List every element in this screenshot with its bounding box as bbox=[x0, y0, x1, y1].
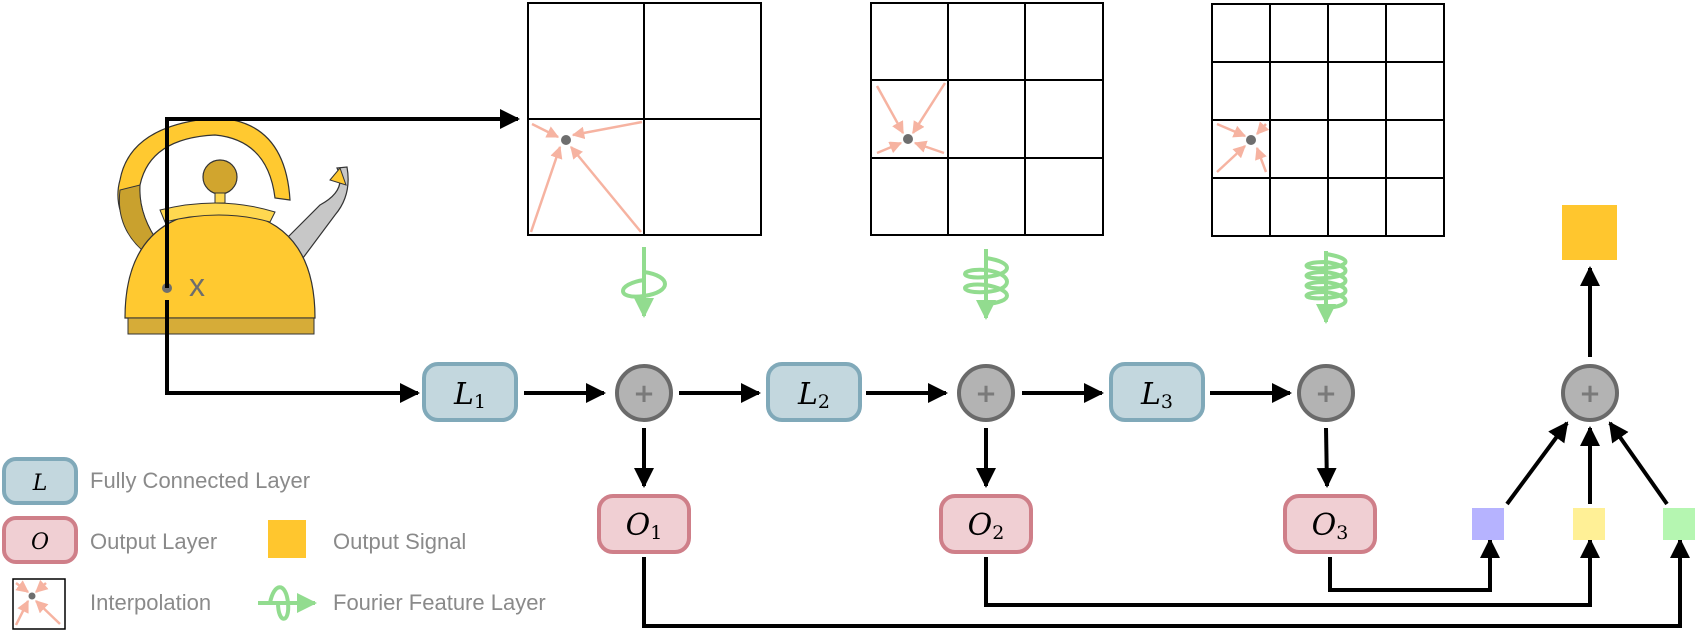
query-point-level-2 bbox=[903, 134, 913, 144]
svg-text:+: + bbox=[975, 379, 997, 409]
svg-text:L3: L3 bbox=[1140, 377, 1173, 413]
grid-level-3 bbox=[1211, 3, 1445, 237]
legend-signal-label: Output Signal bbox=[333, 529, 466, 554]
output-signal-square bbox=[1562, 205, 1617, 260]
legend-interpolation-icon bbox=[12, 578, 66, 630]
fc-layer-2: L2 bbox=[766, 362, 862, 422]
fc-layer-3-symbol: L bbox=[1140, 377, 1161, 412]
legend-output-icon: O bbox=[2, 516, 78, 564]
output-layer-2-symbol: O bbox=[968, 508, 993, 543]
fc-layer-3-sub: 3 bbox=[1161, 391, 1173, 413]
legend-output-label: Output Layer bbox=[90, 529, 217, 554]
legend-fourier-label: Fourier Feature Layer bbox=[333, 590, 546, 615]
output-layer-1-symbol: O bbox=[626, 508, 651, 543]
interpolation-arrows-level-3 bbox=[1216, 121, 1270, 173]
svg-text:O3: O3 bbox=[1312, 508, 1349, 544]
svg-text:+: + bbox=[1315, 379, 1337, 409]
output-layer-3-symbol: O bbox=[1312, 508, 1337, 543]
legend-interpolation-label: Interpolation bbox=[90, 590, 211, 615]
connectors bbox=[165, 109, 1690, 628]
output-layer-2: O2 bbox=[939, 494, 1033, 554]
sum-node-3: + bbox=[1297, 364, 1355, 422]
kettle-icon bbox=[117, 117, 349, 335]
fc-layer-1-symbol: L bbox=[453, 377, 474, 412]
grid-level-2 bbox=[870, 2, 1104, 236]
output-layer-3: O3 bbox=[1283, 494, 1377, 554]
input-point-label: x bbox=[189, 267, 205, 303]
feature-square-green bbox=[1663, 508, 1695, 540]
fc-layer-1: L1 bbox=[422, 362, 518, 422]
interpolation-arrows-level-2 bbox=[875, 82, 947, 155]
fourier-feature-icon-2 bbox=[963, 249, 1009, 320]
svg-text:O2: O2 bbox=[968, 508, 1005, 544]
fc-layer-2-sub: 2 bbox=[818, 391, 830, 413]
svg-text:L2: L2 bbox=[797, 377, 830, 413]
sum-node-final: + bbox=[1561, 364, 1619, 422]
svg-text:O1: O1 bbox=[626, 508, 663, 544]
fourier-feature-icon-3 bbox=[1304, 251, 1348, 324]
fc-layer-3: L3 bbox=[1109, 362, 1205, 422]
output-layer-1: O1 bbox=[597, 494, 691, 554]
svg-text:L1: L1 bbox=[453, 377, 486, 413]
sum-node-2: + bbox=[957, 364, 1015, 422]
fc-layer-1-sub: 1 bbox=[474, 391, 486, 413]
legend: L Fully Connected Layer O Output Layer O… bbox=[2, 457, 546, 630]
svg-text:+: + bbox=[1579, 379, 1601, 409]
fourier-feature-icon-1 bbox=[621, 247, 667, 318]
svg-text:L: L bbox=[32, 471, 48, 496]
legend-signal-icon bbox=[268, 520, 306, 558]
svg-text:O: O bbox=[31, 530, 49, 555]
fc-layer-2-symbol: L bbox=[797, 377, 818, 412]
legend-fc-icon: L bbox=[2, 457, 78, 505]
grid-level-1 bbox=[527, 2, 762, 236]
svg-text:+: + bbox=[633, 379, 655, 409]
query-point-level-3 bbox=[1246, 135, 1256, 145]
interpolation-arrows-level-1 bbox=[529, 120, 643, 233]
output-layer-1-sub: 1 bbox=[650, 522, 662, 544]
legend-fc-label: Fully Connected Layer bbox=[90, 468, 310, 493]
feature-square-purple bbox=[1472, 508, 1504, 540]
output-layer-3-sub: 3 bbox=[1336, 522, 1348, 544]
query-point-level-1 bbox=[561, 135, 571, 145]
feature-square-yellow bbox=[1573, 508, 1605, 540]
sum-node-1: + bbox=[615, 364, 673, 422]
legend-fourier-icon bbox=[258, 585, 317, 621]
output-layer-2-sub: 2 bbox=[992, 522, 1004, 544]
